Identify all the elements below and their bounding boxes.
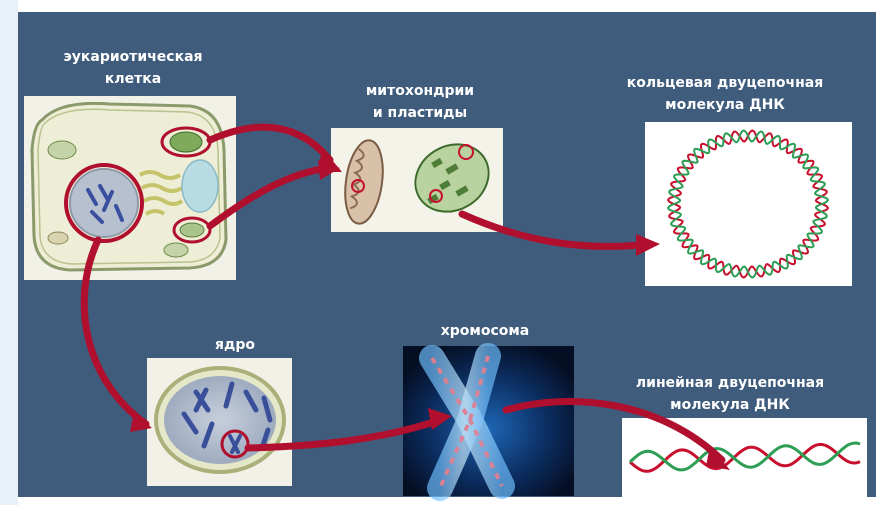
nucleus-image bbox=[147, 358, 292, 486]
mitochondria-plastids-image bbox=[331, 128, 503, 232]
eukaryotic-cell-image bbox=[24, 96, 236, 280]
linear-dna-image bbox=[622, 418, 867, 498]
circular-dna-image bbox=[645, 122, 852, 286]
